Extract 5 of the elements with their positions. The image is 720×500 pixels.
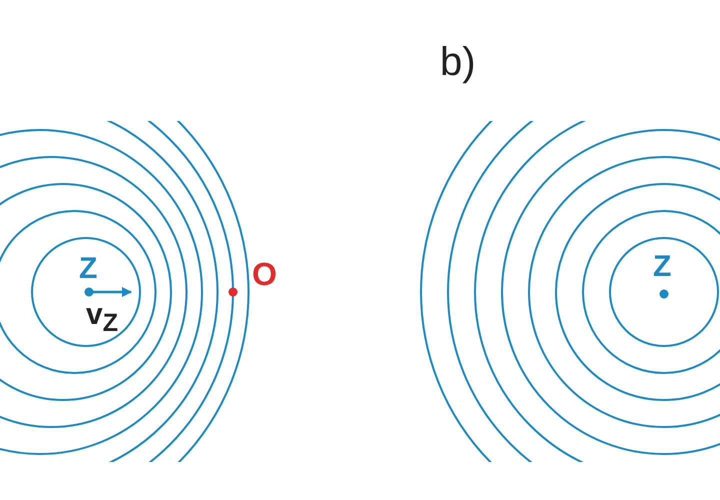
- velocity-label: v$_{Z}$: [86, 300, 118, 336]
- panel-label: b): [440, 42, 476, 82]
- source-label: Z: [79, 254, 98, 284]
- observer-label: O: [252, 258, 277, 290]
- source-label: Z: [653, 252, 672, 282]
